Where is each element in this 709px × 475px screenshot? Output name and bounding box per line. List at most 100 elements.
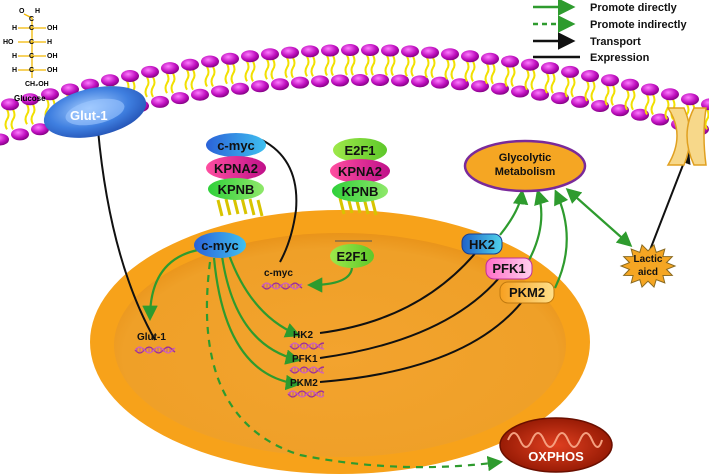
membrane-tail [264,58,276,80]
membrane-tail [384,55,396,76]
glucose-atom-o: O [19,8,25,15]
membrane-head-inner [371,74,389,87]
nuclear-pore-right [338,196,378,216]
membrane-head-inner [551,92,569,105]
enzyme-pkm2: PKM2 [499,281,555,304]
metabolism-line1: Glycolytic [499,152,552,164]
enzyme-pfk1: PFK1 [485,257,533,280]
membrane-head-inner [351,74,369,87]
membrane-head-inner [571,95,589,108]
membrane-head-inner [211,85,229,98]
membrane-tail [164,72,176,94]
glucose-atom-h5: H [12,67,17,74]
mitochondrion: OXPHOS [499,417,613,473]
membrane-head-outer [101,74,119,87]
membrane-head-inner [331,74,349,87]
dna-helix [287,390,325,398]
nuclear-e2f1-protein: E2F1 [330,244,374,268]
membrane-tail [244,60,256,82]
membrane-head-inner [611,104,629,117]
membrane-head-inner [651,113,669,126]
glucose-atom-c1: C [29,16,34,23]
membrane-head-outer [141,65,159,78]
e2f1-to-cmyc-arrow [306,267,354,293]
glucose-atom-oh2: OH [47,25,58,32]
membrane-head-outer [621,78,639,91]
glut1-transporter: Glut-1 [43,86,147,138]
legend: Promote directly Promote indirectly Tran… [533,0,687,64]
legend-transport: Transport [590,36,641,48]
glucose-label: Glucose [14,94,46,103]
complex-right: E2F1 KPNA2 KPNB [330,138,390,202]
membrane-head-outer [301,45,319,58]
lactic-line2: aicd [638,267,658,278]
membrane-head-outer [341,44,359,57]
membrane-head-outer [561,65,579,78]
cmyc-to-glut1-arrow [142,248,199,322]
membrane-head-outer [221,52,239,65]
glucose-atom-c4: C [29,53,34,60]
glucose-structure: O H C H C OH HO C H H C OH H C OH CH₂OH … [3,8,58,103]
membrane-head-outer [401,45,419,58]
membrane-head-outer [581,69,599,82]
gene-pfk1: PFK1 [289,354,325,374]
membrane-tail [404,55,416,77]
membrane-head-inner [31,123,49,136]
complex-right-kpna2-label: KPNA2 [338,164,382,179]
gene-pkm2: PKM2 [287,378,325,398]
membrane-head-outer [601,74,619,87]
membrane-head-inner [11,128,29,141]
membrane-tail [184,69,196,91]
membrane-tail [444,58,456,80]
membrane-head-outer [501,55,519,68]
cmyc-to-pfk1-arrow [220,255,301,365]
pfk1-expression-line [319,271,505,359]
gene-glut1: Glut-1 [134,332,176,354]
membrane-tail [144,76,156,98]
membrane-head-inner [311,75,329,88]
nuclear-cmyc-label: c-myc [201,238,239,253]
glucose-atom-h: H [35,8,40,15]
membrane-head-inner [451,78,469,91]
membrane-head-outer [361,44,379,57]
membrane-head-outer [261,48,279,61]
membrane-tail [644,94,656,115]
membrane-tail [24,103,36,125]
dna-helix [134,346,176,354]
hk2-to-metabolism-arrow [499,188,529,236]
gene-cmyc-label: c-myc [264,268,293,279]
membrane-head-inner [491,82,509,95]
cmyc-import-line [261,139,298,263]
metabolism-lactate-arrow [565,187,633,248]
complex-left-kpnb-label: KPNB [218,182,255,197]
membrane-head-inner [411,75,429,88]
gene-hk2-label: HK2 [293,330,313,341]
membrane-tail [4,108,16,130]
glucose-atom-h3: H [47,39,52,46]
glucose-atom-ho3: HO [3,39,14,46]
membrane-head-outer [161,62,179,75]
membrane-head-inner [251,80,269,93]
dna-helix [289,366,325,374]
membrane-head-inner [271,78,289,91]
membrane-head-inner [231,82,249,95]
membrane-head-outer [521,58,539,71]
glucose-atom-h4: H [12,53,17,60]
membrane-head-outer [661,88,679,101]
membrane-head-outer [21,93,39,106]
glucose-atom-c2: C [29,25,34,32]
membrane-tail [504,66,516,88]
complex-left-cmyc-label: c-myc [217,138,255,153]
hk2-expression-line [319,249,479,334]
membrane-head-inner [471,80,489,93]
glycolytic-metabolism: Glycolytic Metabolism [463,139,587,193]
glucose-atom-oh4: OH [47,53,58,60]
membrane-tail [224,63,236,85]
gene-cmyc: c-myc [261,268,303,290]
legend-expression: Expression [590,52,650,64]
glucose-atom-c5: C [29,67,34,74]
enzyme-pfk1-label: PFK1 [492,261,525,276]
membrane-head-inner [151,95,169,108]
glut1-label: Glut-1 [70,108,108,123]
